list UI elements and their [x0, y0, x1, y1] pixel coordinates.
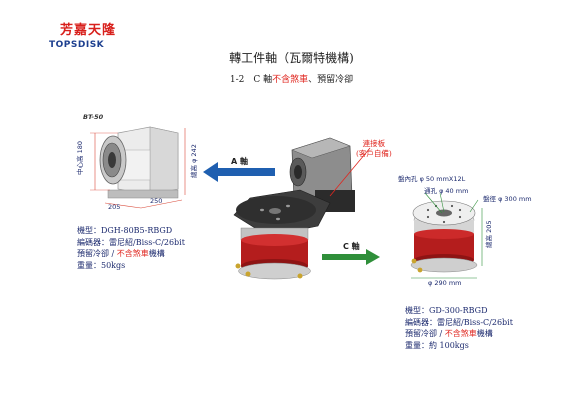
left-spec-block: 機型：DGH-80B5-RBGD 編碼器：雷尼紹/Biss-C/26bit 預留…: [77, 225, 185, 271]
left-spec-weight: 重量：50kgs: [77, 260, 126, 270]
right-pcd-dim: 盤內孔 φ 50 mmX12L: [398, 175, 466, 183]
center-assembly-drawing: [233, 137, 371, 280]
callout-line1: 連接板: [362, 139, 386, 148]
left-width1-dim: 205: [108, 203, 121, 211]
right-spec-cooling: 預留冷卻 / 不含煞車機構: [405, 328, 513, 340]
left-model-tag: BT-50: [83, 113, 104, 121]
right-spec-model: 機型：GD-300-RBGD: [405, 306, 488, 315]
page-title: 轉工件軸（瓦爾特機構): [229, 51, 354, 65]
right-cool-suffix: 機構: [476, 329, 493, 338]
page-subtitle: 1-2 C 軸不含煞車、預留冷卻: [0, 72, 583, 85]
right-plate-dim: 盤徑 φ 300 mm: [483, 195, 532, 203]
right-base-dim: φ 290 mm: [428, 279, 462, 287]
a-axis-label: A 軸: [231, 157, 248, 166]
subtitle-red: 不含煞車: [272, 75, 309, 85]
subtitle-suffix: 、預留冷卻: [308, 75, 354, 85]
subtitle-prefix: 1-2 C 軸: [229, 75, 273, 85]
left-cool-suffix: 機構: [148, 249, 165, 258]
left-height-dim: 中心高 180: [76, 141, 84, 175]
right-spec-block: 機型：GD-300-RBGD 編碼器：雷尼紹/Biss-C/26bit 預留冷卻…: [405, 305, 513, 351]
right-height-dim: 總高 205: [485, 220, 493, 248]
right-spec-weight: 重量：約 100kgs: [405, 340, 469, 350]
left-width2-dim: 250: [150, 197, 163, 205]
a-axis-arrow: [203, 162, 275, 182]
connector-plate-callout: 連接板 (客戶自備): [356, 139, 392, 159]
company-logo-cn: 芳嘉天隆: [60, 23, 117, 38]
c-axis-arrow: [322, 249, 380, 265]
left-unit-drawing: [90, 126, 186, 209]
right-spec-encoder: 編碼器：雷尼紹/Biss-C/26bit: [405, 317, 513, 327]
right-unit-drawing: [410, 192, 483, 279]
left-spec-model: 機型：DGH-80B5-RBGD: [77, 226, 173, 235]
left-cool-prefix: 預留冷卻 /: [77, 249, 117, 258]
left-spec-cooling: 預留冷卻 / 不含煞車機構: [77, 248, 185, 260]
callout-line2: (客戶自備): [356, 149, 392, 158]
left-cool-red: 不含煞車: [116, 249, 149, 258]
left-spec-encoder: 編碼器：雷尼紹/Biss-C/26bit: [77, 237, 185, 247]
left-depth-dim: 總高 φ 242: [190, 144, 198, 178]
right-cool-prefix: 預留冷卻 /: [405, 329, 445, 338]
right-cool-red: 不含煞車: [444, 329, 477, 338]
company-logo-en: TOPSDISK: [49, 40, 105, 50]
right-through-dim: 通孔 φ 40 mm: [424, 187, 469, 195]
c-axis-label: C 軸: [343, 242, 360, 251]
